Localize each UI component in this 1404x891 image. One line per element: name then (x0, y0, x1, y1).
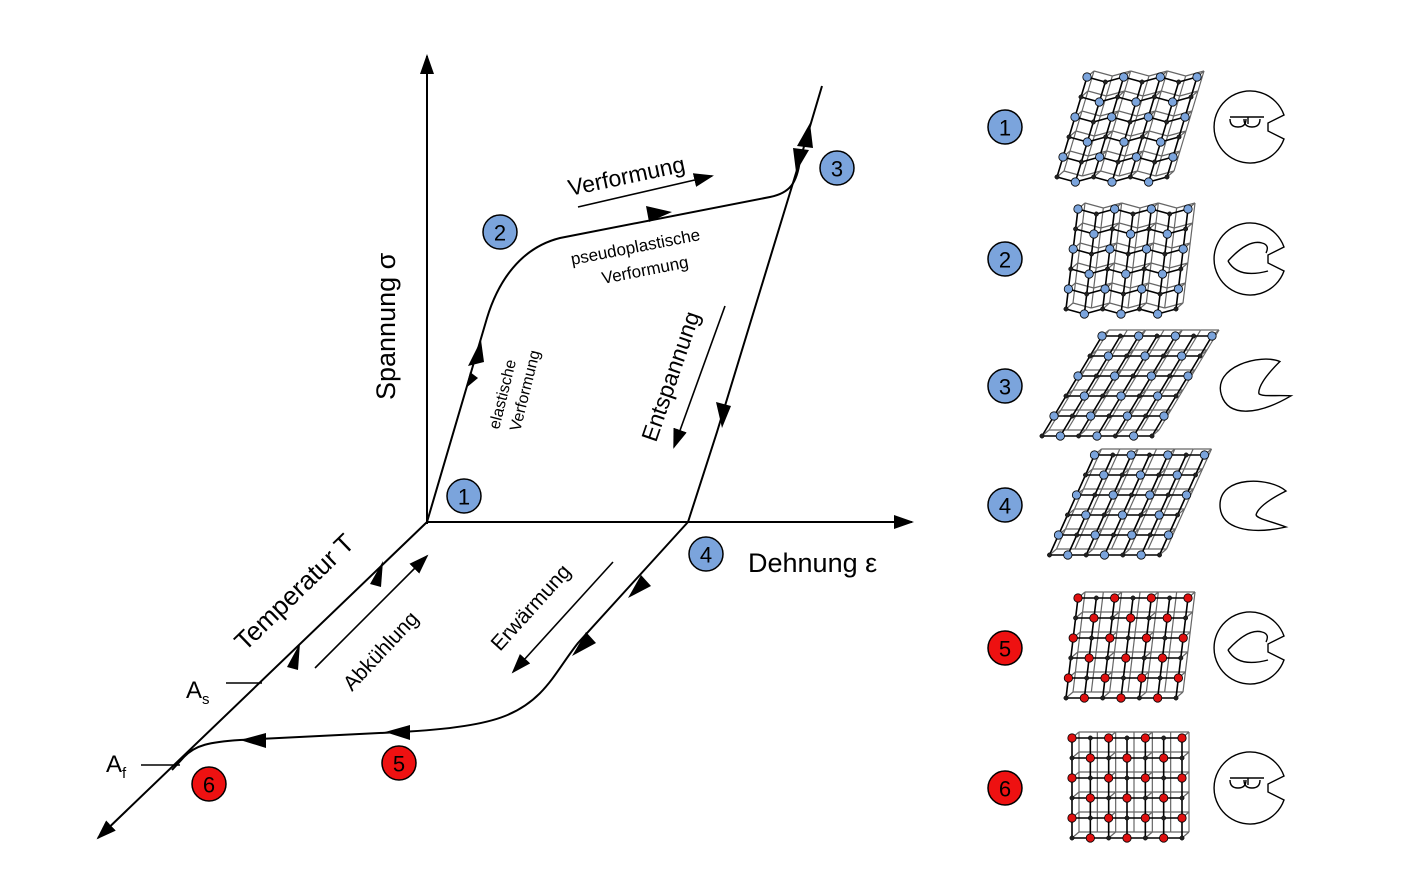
arrow-top-head (797, 123, 813, 148)
lattice-1 (1054, 70, 1205, 187)
shape-sketch-5 (1213, 611, 1285, 685)
arrow-unload-head (716, 402, 731, 428)
axes (96, 54, 914, 840)
shape-sketch-6 (1213, 751, 1285, 825)
deformation-label: Verformung (566, 151, 688, 201)
state-badge-4: 4 (688, 536, 724, 572)
svg-text:4: 4 (999, 494, 1011, 519)
panel-badge-5: 5 (987, 630, 1023, 666)
svg-text:5: 5 (393, 752, 405, 777)
svg-text:1: 1 (458, 485, 470, 510)
arrow-temp-2-head (370, 561, 383, 587)
lattice-6 (1067, 731, 1190, 843)
svg-text:5: 5 (999, 637, 1011, 662)
arrow-cool-1-head (385, 725, 410, 740)
arrow-plateau-head (646, 206, 672, 222)
svg-text:3: 3 (831, 157, 843, 182)
state-badge-3: 3 (819, 150, 855, 186)
state-row-5: 5 (987, 591, 1285, 703)
lattice-4 (1047, 448, 1213, 560)
curve-state-badges: 1 2 3 4 5 6 (191, 150, 855, 802)
stress-axis-label: Spannung σ (371, 252, 401, 400)
lattice-2 (1063, 202, 1196, 319)
shape-sketch-4 (1219, 480, 1289, 532)
heating-path (171, 521, 689, 771)
unloading-label: Entspannung (636, 308, 705, 445)
state-row-2: 2 (987, 202, 1285, 319)
unloading-path (687, 159, 801, 523)
panel-badge-6: 6 (987, 770, 1023, 806)
strain-axis-label: Dehnung ε (748, 548, 877, 578)
state-row-1: 1 (987, 70, 1285, 187)
svg-text:2: 2 (494, 221, 506, 246)
arrow-heat-1-head (628, 575, 651, 598)
svg-text:6: 6 (999, 777, 1011, 802)
panel-badge-3: 3 (987, 368, 1023, 404)
svg-text:4: 4 (700, 543, 712, 568)
lattice-5 (1063, 591, 1196, 703)
stress-strain-curve (171, 85, 823, 771)
panel-badge-4: 4 (987, 487, 1023, 523)
panel-badge-1: 1 (987, 109, 1023, 145)
lattice-3 (1039, 329, 1220, 441)
arrow-temp-1-head (287, 643, 300, 670)
af-label: Af (106, 751, 127, 782)
curve-labels: Verformung pseudoplastische Verformung e… (339, 151, 705, 696)
arrow-elastic (466, 372, 478, 388)
heating-label: Erwärmung (487, 560, 576, 655)
state-badge-1: 1 (446, 478, 482, 514)
shape-sketch-2 (1213, 222, 1285, 296)
svg-text:1: 1 (999, 116, 1011, 141)
state-row-4: 4 (987, 448, 1289, 560)
svg-text:3: 3 (999, 375, 1011, 400)
state-badge-6: 6 (191, 766, 227, 802)
shape-sketch-3 (1219, 358, 1294, 412)
arrow-elastic-head (468, 340, 484, 366)
deformation-arrow (577, 173, 714, 208)
cooling-arrow (314, 554, 429, 669)
shape-sketch-1 (1213, 90, 1285, 164)
state-badge-5: 5 (381, 745, 417, 781)
svg-text:6: 6 (203, 773, 215, 798)
unloading-arrow (673, 305, 726, 449)
state-row-3: 3 (987, 329, 1294, 441)
state-row-6: 6 (987, 731, 1285, 843)
arrow-cool-2-head (240, 733, 266, 748)
as-label: As (186, 677, 210, 708)
svg-text:2: 2 (999, 248, 1011, 273)
temperature-axis (96, 521, 428, 840)
state-panel: 1 2 3 4 5 6 (987, 70, 1294, 843)
temperature-axis-label: Temperatur T (228, 528, 360, 657)
arrow-down-3-head (793, 148, 809, 172)
curve-arrows (240, 123, 813, 748)
state-badge-2: 2 (482, 214, 518, 250)
cooling-label: Abkühlung (339, 607, 424, 695)
panel-badge-2: 2 (987, 241, 1023, 277)
heating-arrow (511, 561, 614, 674)
indicator-arrows (314, 173, 726, 674)
arrow-heat-2-head (572, 632, 596, 656)
loading-path (426, 85, 823, 523)
